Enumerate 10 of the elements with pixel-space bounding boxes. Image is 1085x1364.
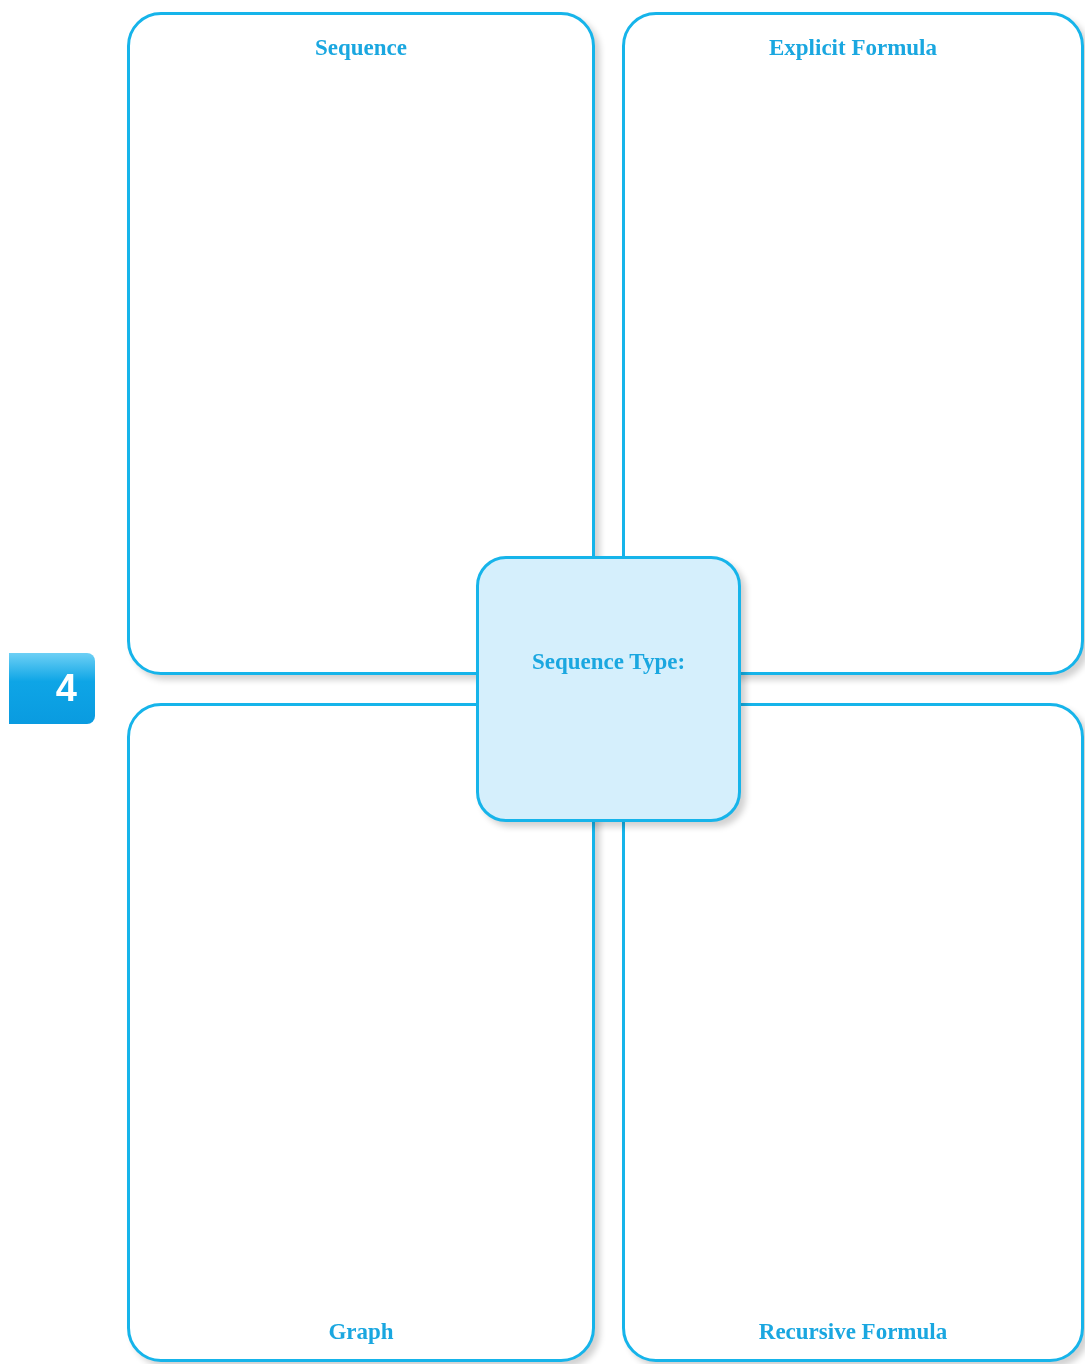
panel-heading: Recursive Formula: [757, 1319, 949, 1345]
center-box: [476, 556, 741, 822]
panel-heading: Graph: [327, 1319, 395, 1345]
page-tab: 4: [9, 653, 95, 724]
answer-panel: [622, 12, 1084, 675]
panel-heading: Sequence: [314, 35, 408, 61]
answer-panel: [127, 703, 595, 1362]
panel-heading: Sequence Type:: [530, 649, 687, 675]
panel-heading: Explicit Formula: [768, 35, 938, 61]
answer-panel: [622, 703, 1084, 1362]
